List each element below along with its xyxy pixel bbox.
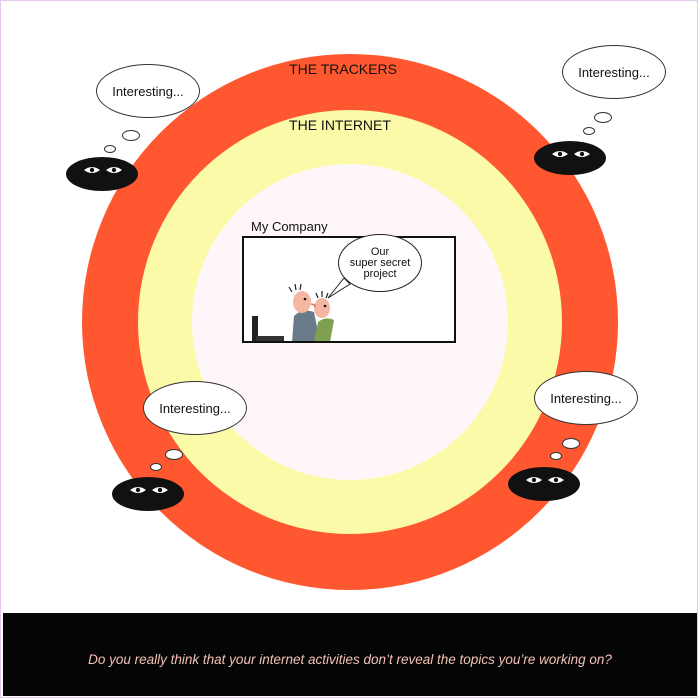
trackers-label: THE TRACKERS (289, 61, 397, 77)
worker-body (292, 310, 320, 341)
caption-banner: Do you really think that your internet a… (3, 613, 697, 696)
company-label: My Company (251, 219, 328, 234)
tracker-bubble-bottom-left: Interesting... (143, 381, 247, 435)
thought-dot (150, 463, 162, 471)
tracker-bubble-text: Interesting... (550, 390, 622, 406)
tracker-creature-top-right (534, 141, 606, 175)
tracker-bubble-top-left: Interesting... (96, 64, 200, 118)
coworker-body (314, 318, 334, 341)
worker-illustration (252, 283, 334, 341)
thought-dot (562, 438, 580, 449)
speech-line-3: project (363, 267, 397, 280)
speech-line-2: super secret (349, 256, 411, 269)
tracker-bubble-bottom-right: Interesting... (534, 371, 638, 425)
keyboard (256, 336, 284, 341)
thought-dot (122, 130, 140, 141)
tracker-creature-bottom-right (508, 467, 580, 501)
thought-dot (104, 145, 116, 153)
caption-text: Do you really think that your internet a… (88, 652, 612, 667)
thought-dot (165, 449, 183, 460)
internet-label: THE INTERNET (289, 117, 391, 133)
tracker-bubble-top-right: Interesting... (562, 45, 666, 99)
tracker-bubble-text: Interesting... (578, 64, 650, 80)
coworker-head (314, 298, 330, 318)
tracker-creature-top-left (66, 157, 138, 191)
tracker-creature-bottom-left (112, 477, 184, 511)
speech-line-1: Our (370, 245, 390, 258)
tracker-bubble-text: Interesting... (159, 400, 231, 416)
worker-head (293, 291, 311, 313)
computer-monitor (252, 316, 258, 341)
tracker-bubble-text: Interesting... (112, 83, 184, 99)
company-office (242, 236, 456, 343)
speech-tail (327, 278, 351, 299)
secret-speech-bubble: Our super secret project (338, 234, 422, 292)
thought-dot (583, 127, 595, 135)
thought-dot (550, 452, 562, 460)
thought-dot (594, 112, 612, 123)
